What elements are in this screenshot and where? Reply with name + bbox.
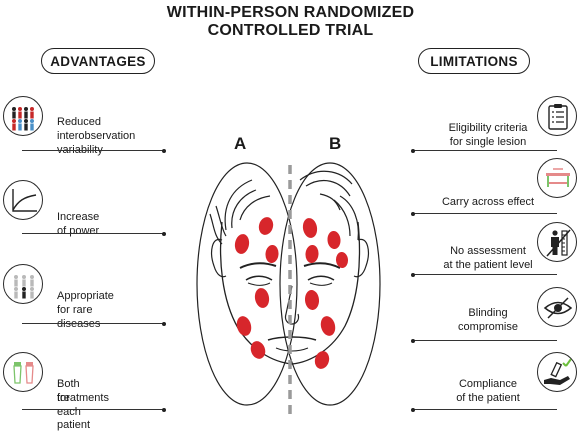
right-ear [353,238,369,278]
advantage-label-1b: interobservation variability [57,130,136,156]
limitations-heading: LIMITATIONS [418,48,530,74]
limitation-connector-4 [413,340,557,341]
limitation-dot-4 [411,338,415,343]
advantage-label-1a: Reduced [57,116,102,128]
lesions-side-b [302,218,349,369]
limitation-label-4a: Blinding [468,307,508,319]
limitation-dot-3 [411,272,415,277]
nose [284,285,300,325]
advantage-connector-1 [22,150,164,151]
limitation-label-1a: Eligibility criteria [448,122,528,134]
mouth [267,336,317,341]
right-eye [307,275,335,281]
right-eyebrow [303,262,341,269]
limitation-label-5a: Compliance [458,378,518,390]
limitation-connector-2 [413,213,557,214]
title-line-2: CONTROLLED TRIAL [207,22,374,39]
crossed-person-icon [537,222,577,262]
crossed-eye-icon [537,287,577,327]
title-line-1: WITHIN-PERSON RANDOMIZED [166,4,415,21]
limitation-label-3a: No assessment [450,245,526,257]
grey-people-icon [3,264,43,304]
limitation-connector-1 [413,150,557,151]
left-eye [245,275,273,281]
advantages-heading: ADVANTAGES [41,48,155,74]
advantage-connector-3 [22,323,164,324]
limitation-connector-5 [413,409,557,410]
hair [209,170,359,245]
side-b-ellipse [279,162,381,406]
limitation-label-3b: at the patient level [443,259,533,271]
two-tubes-icon [3,352,43,392]
limitation-connector-3 [413,274,557,275]
advantage-label-3b: for rare diseases [57,304,101,330]
advantage-connector-2 [22,233,164,234]
clipboard-checklist-icon [537,96,577,136]
advantage-dot-1 [162,148,166,153]
limitation-label-1b: for single lesion [449,136,527,148]
people-group-icon [3,96,43,136]
advantage-connector-4 [22,409,164,410]
lesions-side-a [234,217,279,359]
table-carry-icon [537,158,577,198]
advantage-label-4a: Both treatments [57,378,109,404]
limitation-label-5b: of the patient [456,392,520,404]
side-a-label: A [234,134,247,153]
limitation-dot-2 [411,211,415,216]
side-a-ellipse [196,162,298,406]
face-outline [219,221,361,365]
advantage-dot-2 [162,231,166,236]
limitation-dot-5 [411,407,415,412]
advantage-label-3a: Appropriate [57,290,114,302]
limitation-dot-1 [411,148,415,153]
limitation-label-4b: compromise [458,321,518,333]
limitation-label-2a: Carry across effect [441,196,535,208]
advantage-label-4b: for each patient [57,392,91,431]
hand-tube-icon [537,352,577,392]
side-b-label: B [329,134,342,153]
power-curve-icon [3,180,43,220]
advantage-dot-3 [162,321,166,326]
left-eyebrow [239,262,277,269]
advantage-dot-4 [162,407,166,412]
left-ear [211,238,227,278]
